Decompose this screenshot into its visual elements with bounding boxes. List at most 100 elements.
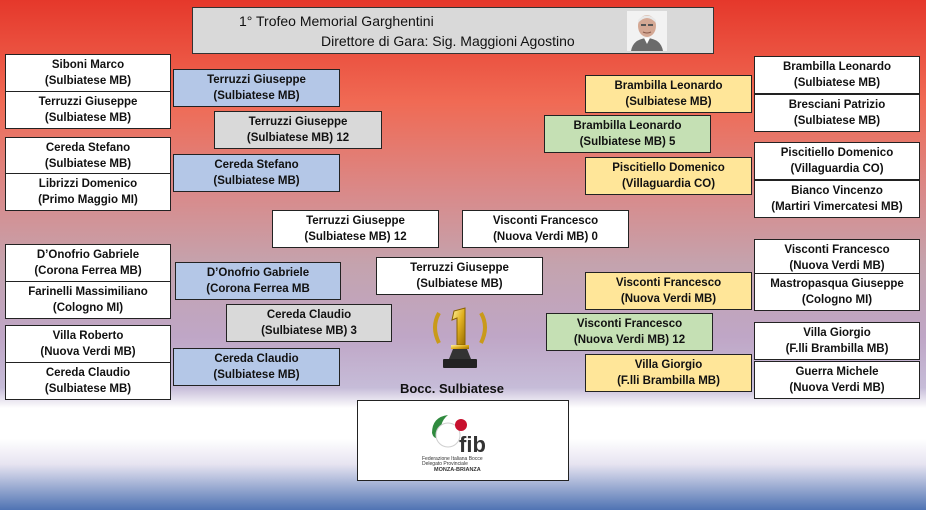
left-r2-player-1: Terruzzi Giuseppe (Sulbiatese MB): [173, 69, 340, 107]
player-name: Villa Giorgio: [803, 327, 871, 339]
left-r1-player-7: Villa Roberto(Nuova Verdi MB): [5, 325, 171, 363]
player-club: (Cologno MI): [801, 294, 873, 306]
player-name: Visconti Francesco: [615, 277, 722, 289]
player-club: (Sulbiatese MB) 12: [246, 132, 350, 144]
fib-federation: Federazione Italiana Bocce: [422, 456, 483, 462]
right-r2-player-4: Villa Giorgio (F.lli Brambilla MB): [585, 354, 752, 392]
right-r1-player-6: Mastropasqua Giuseppe (Cologno MI): [754, 273, 920, 311]
player-club: (Nuova Verdi MB) 12: [573, 334, 686, 346]
player-club: (F.lli Brambilla MB): [785, 343, 889, 355]
player-name: Cereda Stefano: [214, 159, 299, 171]
right-r1-player-8: Guerra Michele (Nuova Verdi MB): [754, 361, 920, 399]
player-club: (Sulbiatese MB): [793, 77, 881, 89]
left-r2-player-2: Cereda Stefano (Sulbiatese MB): [173, 154, 340, 192]
right-r1-player-2: Bresciani Patrizio (Sulbiatese MB): [754, 94, 920, 132]
player-name: D’Onofrio Gabriele: [206, 267, 310, 279]
player-club: (Cologno MI): [52, 302, 124, 314]
player-club: (Sulbiatese MB) 3: [261, 325, 357, 337]
left-r3-player-1: Terruzzi Giuseppe (Sulbiatese MB) 12: [214, 111, 382, 149]
player-name: Cereda Stefano: [45, 142, 131, 154]
player-name: Cereda Claudio: [266, 309, 352, 321]
left-r1-player-1: Siboni Marco (Sulbiatese MB): [5, 54, 171, 92]
player-club: (Nuova Verdi MB): [789, 260, 885, 272]
player-name: Terruzzi Giuseppe: [207, 74, 306, 86]
fib-delegate: Delegato Provinciale: [422, 461, 468, 467]
player-name: Terruzzi Giuseppe: [306, 215, 405, 227]
player-name: Bresciani Patrizio: [788, 99, 886, 111]
left-r1-player-5: D’Onofrio Gabriele(Corona Ferrea MB): [5, 244, 171, 282]
player-name: Piscitiello Domenico: [780, 147, 894, 159]
player-name: Cereda Claudio: [214, 353, 299, 365]
player-club: (Sulbiatese MB): [44, 383, 132, 395]
player-name: Visconti Francesco: [492, 215, 599, 227]
right-semi-finalist: Visconti Francesco (Nuova Verdi MB) 0: [462, 210, 629, 248]
player-club: (Primo Maggio MI): [38, 194, 138, 206]
right-r1-player-1: Brambilla Leonardo (Sulbiatese MB): [754, 56, 920, 94]
player-name: Piscitiello Domenico: [612, 162, 725, 174]
player-name: Visconti Francesco: [576, 318, 683, 330]
player-name: Villa Roberto: [52, 330, 124, 342]
fib-logo: fib Federazione Italiana Bocce Delegato …: [357, 400, 569, 481]
player-club: (Sulbiatese MB) 12: [304, 231, 407, 243]
player-name: Librizzi Domenico: [38, 178, 138, 190]
player-club: (Sulbiatese MB): [44, 112, 132, 124]
right-r2-player-3: Visconti Francesco (Nuova Verdi MB): [585, 272, 752, 310]
player-name: Farinelli Massimiliano: [28, 286, 148, 298]
player-club: (Sulbiatese MB): [213, 90, 300, 102]
player-name: Terruzzi Giuseppe: [38, 96, 138, 108]
right-r1-player-7: Villa Giorgio (F.lli Brambilla MB): [754, 322, 920, 360]
left-semi-finalist: Terruzzi Giuseppe (Sulbiatese MB) 12: [272, 210, 439, 248]
player-name: Brambilla Leonardo: [614, 80, 723, 92]
player-name: Visconti Francesco: [784, 244, 890, 256]
player-club: (Villaguardia CO): [621, 178, 716, 190]
right-r3-player-2: Visconti Francesco (Nuova Verdi MB) 12: [546, 313, 713, 351]
left-r2-player-4: Cereda Claudio (Sulbiatese MB): [173, 348, 340, 386]
player-name: Villa Giorgio: [634, 359, 703, 371]
player-name: Brambilla Leonardo: [573, 120, 682, 132]
left-r2-player-3: D’Onofrio Gabriele (Corona Ferrea MB: [175, 262, 341, 300]
right-r3-player-1: Brambilla Leonardo (Sulbiatese MB) 5: [544, 115, 711, 153]
tournament-winner: Terruzzi Giuseppe (Sulbiatese MB): [376, 257, 543, 295]
right-r1-player-4: Bianco Vincenzo (Martiri Vimercatesi MB): [754, 180, 920, 218]
player-club: (Villaguardia CO): [790, 163, 884, 175]
gold-trophy-icon: [425, 305, 495, 375]
player-name: Mastropasqua Giuseppe: [770, 278, 904, 290]
player-club: (Nuova Verdi MB): [789, 382, 885, 394]
left-r1-player-8: Cereda Claudio (Sulbiatese MB): [5, 362, 171, 400]
player-club: (Sulbiatese MB): [44, 158, 132, 170]
player-name: Cereda Claudio: [45, 367, 131, 379]
player-name: Terruzzi Giuseppe: [410, 262, 509, 274]
player-club: (Nuova Verdi MB): [620, 293, 717, 305]
tournament-header: 1° Trofeo Memorial Garghentini Direttore…: [192, 7, 714, 54]
left-r1-player-6: Farinelli Massimiliano (Cologno MI): [5, 281, 171, 319]
player-name: Guerra Michele: [795, 366, 879, 378]
player-name: Siboni Marco: [51, 59, 125, 71]
player-club: (Nuova Verdi MB) 0: [493, 231, 598, 243]
player-club: (Sulbiatese MB): [625, 96, 712, 108]
right-r1-player-5: Visconti Francesco (Nuova Verdi MB): [754, 239, 920, 277]
right-r2-player-1: Brambilla Leonardo (Sulbiatese MB): [585, 75, 752, 113]
right-r2-player-2: Piscitiello Domenico (Villaguardia CO): [585, 157, 752, 195]
player-club: (Sulbiatese MB): [213, 369, 300, 381]
player-name: Brambilla Leonardo: [783, 61, 891, 73]
player-club: (F.lli Brambilla MB): [617, 375, 720, 387]
left-r1-player-3: Cereda Stefano (Sulbiatese MB): [5, 137, 171, 175]
player-club: (Sulbiatese MB): [793, 115, 881, 127]
right-r1-player-3: Piscitiello Domenico (Villaguardia CO): [754, 142, 920, 180]
player-name: Bianco Vincenzo: [791, 185, 883, 197]
referee-photo-icon: [627, 11, 667, 51]
fib-logo-icon: [432, 415, 467, 448]
player-club: (Sulbiatese MB): [44, 75, 132, 87]
fib-province: MONZA-BRIANZA: [434, 467, 481, 473]
race-director: Direttore di Gara: Sig. Maggioni Agostin…: [321, 33, 575, 49]
organizer-label: Bocc. Sulbiatese: [399, 381, 505, 396]
player-club: (Martiri Vimercatesi MB): [771, 201, 903, 213]
player-club: (Corona Ferrea MB: [206, 283, 310, 295]
player-name: Terruzzi Giuseppe: [248, 116, 348, 128]
left-r1-player-2: Terruzzi Giuseppe (Sulbiatese MB): [5, 91, 171, 129]
left-r1-player-4: Librizzi Domenico (Primo Maggio MI): [5, 173, 171, 211]
player-club: (Sulbiatese MB): [213, 175, 300, 187]
tournament-title: 1° Trofeo Memorial Garghentini: [239, 13, 434, 29]
player-club: (Sulbiatese MB): [416, 278, 503, 290]
player-club: (Sulbiatese MB) 5: [579, 136, 676, 148]
